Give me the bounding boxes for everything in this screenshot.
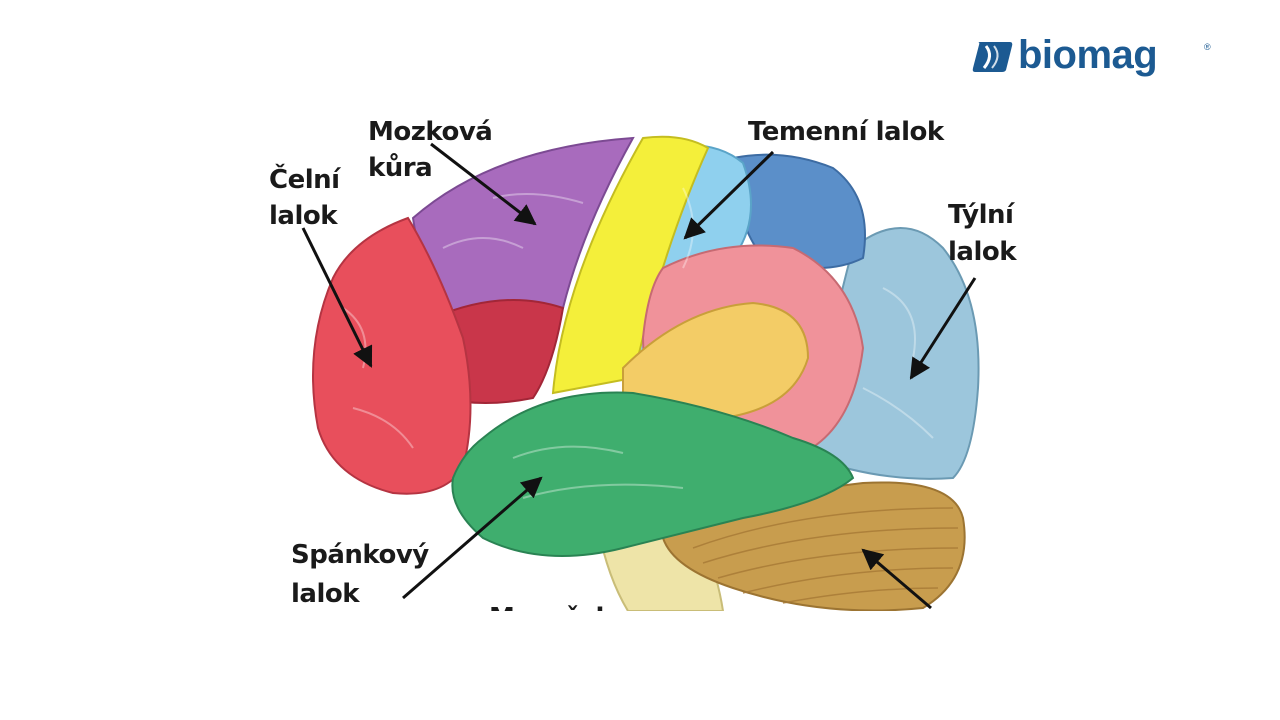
- brain-diagram: Čelní lalok Mozková kůra Temenní lalok T…: [263, 108, 1020, 611]
- label-occipital-line1: Týlní: [948, 200, 1016, 230]
- label-cerebellum-cutoff: Mozeček: [489, 603, 614, 611]
- registered-mark: ®: [1204, 42, 1211, 52]
- label-occipital-line2: lalok: [948, 237, 1017, 267]
- label-temporal-line1: Spánkový: [291, 540, 429, 570]
- label-cortex-line1: Mozková: [368, 117, 492, 147]
- label-temporal-line2: lalok: [291, 579, 360, 609]
- label-parietal: Temenní lalok: [748, 117, 945, 147]
- label-frontal-line1: Čelní: [269, 163, 342, 195]
- biomag-logo-mark-icon: [972, 40, 1014, 74]
- biomag-logo: biomag ®: [972, 38, 1212, 86]
- label-cortex-line2: kůra: [368, 152, 432, 183]
- biomag-wordmark: biomag: [1018, 33, 1157, 78]
- brain-illustration: Čelní lalok Mozková kůra Temenní lalok T…: [263, 108, 1020, 611]
- label-frontal-line2: lalok: [269, 201, 338, 231]
